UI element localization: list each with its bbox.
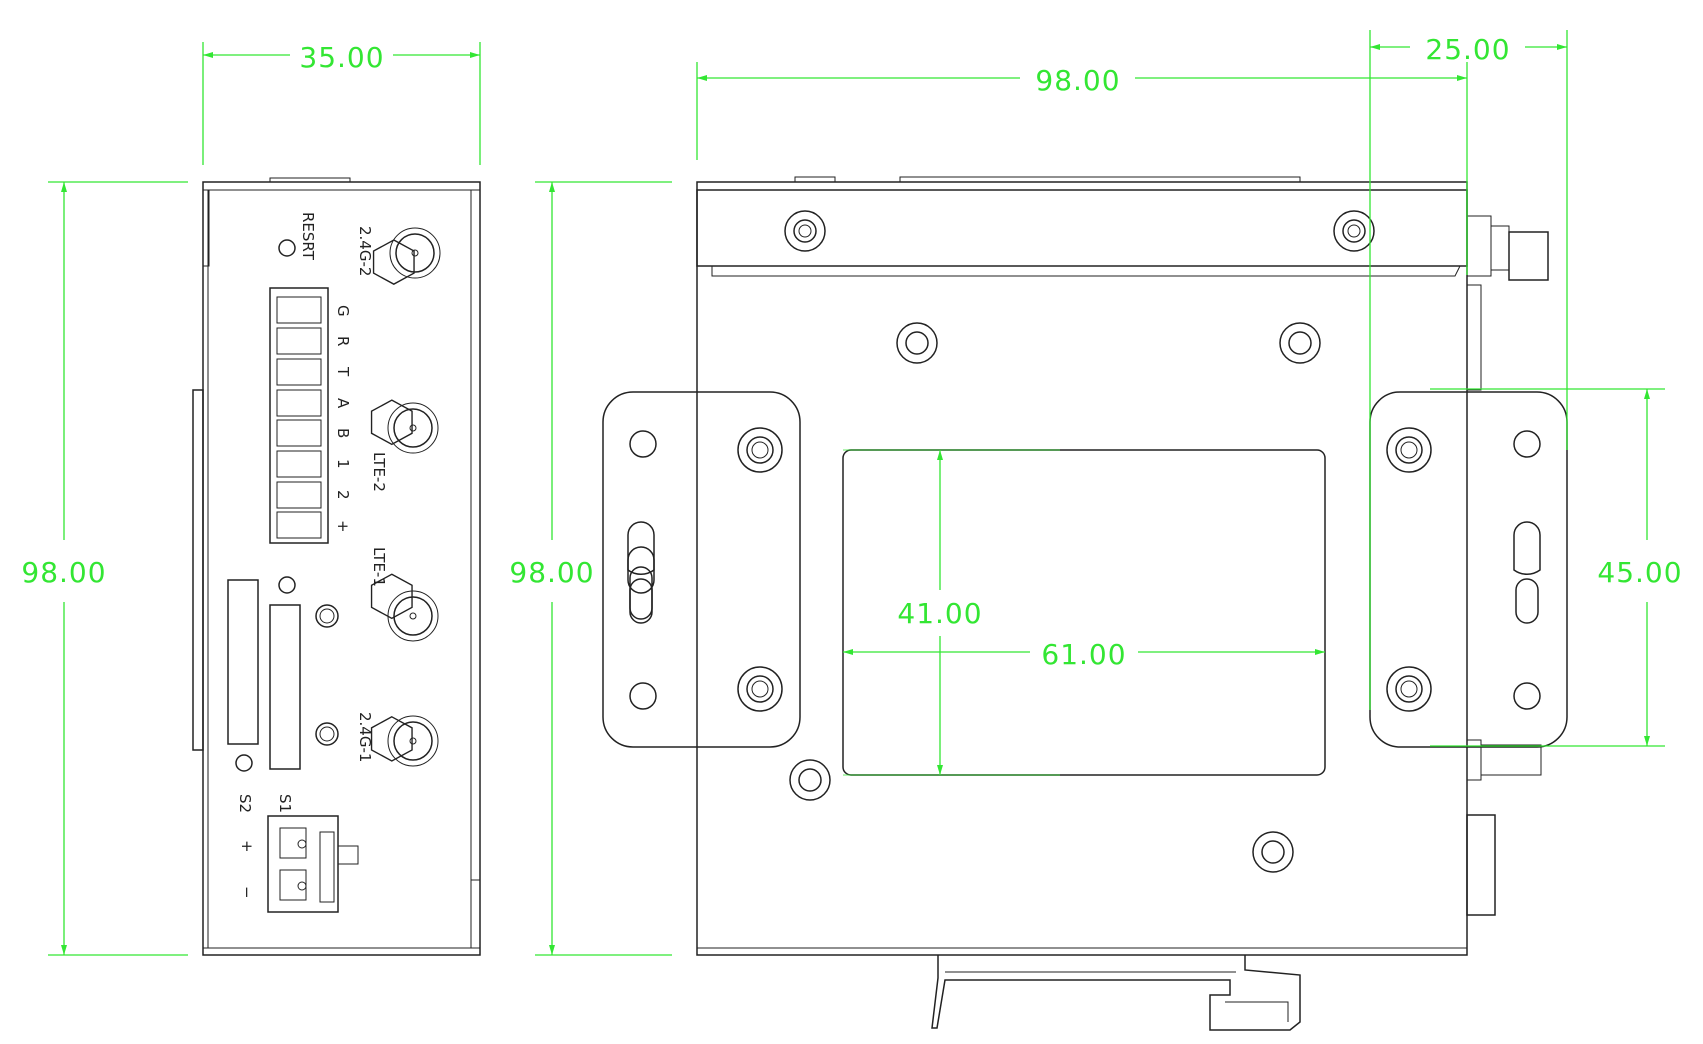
pin-label-plus: +	[334, 520, 352, 533]
pin-label-2: 2	[334, 490, 352, 500]
lte-2-label: LTE-2	[370, 452, 388, 492]
pin-label-1: 1	[334, 459, 352, 469]
din-rail-clip	[931, 955, 1301, 1031]
screw-hole-icon	[1252, 831, 1294, 873]
mounting-bracket-right	[1369, 391, 1568, 748]
hex-nut-icon	[370, 716, 413, 762]
screw-hole-icon	[737, 666, 783, 712]
pin-label-a: A	[334, 398, 352, 409]
screw-hole-icon	[896, 322, 938, 364]
main-width-dimension: 98.00	[1035, 64, 1120, 97]
pin-label-b: B	[334, 428, 352, 438]
screw-hole-icon	[1333, 210, 1375, 252]
main-body-outline	[696, 181, 1468, 956]
plus-label: +	[238, 840, 256, 853]
screw-hole-icon	[789, 759, 831, 801]
reset-label: RESRT	[299, 212, 317, 261]
screw-hole-icon	[784, 210, 826, 252]
screw-hole-icon	[1279, 322, 1321, 364]
mounting-bracket-left	[602, 391, 801, 748]
side-rail	[192, 389, 204, 751]
hole-spacing-dimension: 45.00	[1597, 556, 1682, 589]
window-height-dimension: 41.00	[897, 597, 982, 630]
s2-label: S2	[236, 794, 254, 813]
hex-nut-icon	[370, 573, 413, 620]
pin-label-g: G	[334, 305, 352, 317]
side-height-dimension: 98.00	[21, 556, 106, 589]
led-icon	[278, 576, 296, 594]
ant-24g-2-label: 2.4G-2	[356, 226, 374, 276]
keyhole-slot-icon	[1513, 521, 1541, 575]
hex-nut-icon	[372, 239, 415, 285]
led-icon	[315, 604, 339, 628]
reset-button-icon	[278, 239, 296, 257]
side-dimensions: 35.00 98.00	[21, 41, 481, 956]
top-plate	[696, 189, 1468, 267]
window-width-dimension: 61.00	[1041, 638, 1126, 671]
main-view	[602, 176, 1568, 1031]
sim-slot-2	[269, 604, 301, 770]
side-view: RESRT 2.4G-2 LTE-2 LTE-1	[192, 177, 481, 956]
s1-label: S1	[276, 794, 294, 813]
antenna-connector-24g-1	[370, 715, 439, 767]
hex-nut-icon	[370, 399, 413, 446]
pin-label-t: T	[334, 366, 352, 377]
screw-hole-icon	[1386, 427, 1432, 473]
ant-24g-1-label: 2.4G-1	[356, 712, 374, 762]
screw-hole-icon	[737, 427, 783, 473]
screw-hole-icon	[1386, 666, 1432, 712]
bracket-offset-dimension: 25.00	[1425, 33, 1510, 66]
sim-slot-1	[227, 579, 259, 745]
lte-1-label: LTE-1	[370, 547, 388, 587]
main-height-dimension: 98.00	[509, 556, 594, 589]
terminal-block	[269, 287, 329, 544]
led-icon	[315, 722, 339, 746]
power-connector	[267, 815, 359, 913]
led-icon	[235, 754, 253, 772]
antenna-connector-24g-2	[372, 227, 441, 285]
terminal-pin-labels: G R T A B 1 2 +	[334, 305, 352, 533]
pin-label-r: R	[334, 336, 352, 346]
antenna-connector-lte-1	[370, 573, 439, 642]
antenna-connector-lte-2	[370, 399, 439, 454]
side-antenna-stub	[1466, 215, 1492, 277]
label-window	[842, 449, 1326, 776]
minus-label: −	[238, 886, 256, 899]
main-dimensions: 98.00 25.00 98.00 45.00 61.00 41.00	[509, 30, 1682, 956]
side-width-dimension: 35.00	[299, 41, 384, 74]
